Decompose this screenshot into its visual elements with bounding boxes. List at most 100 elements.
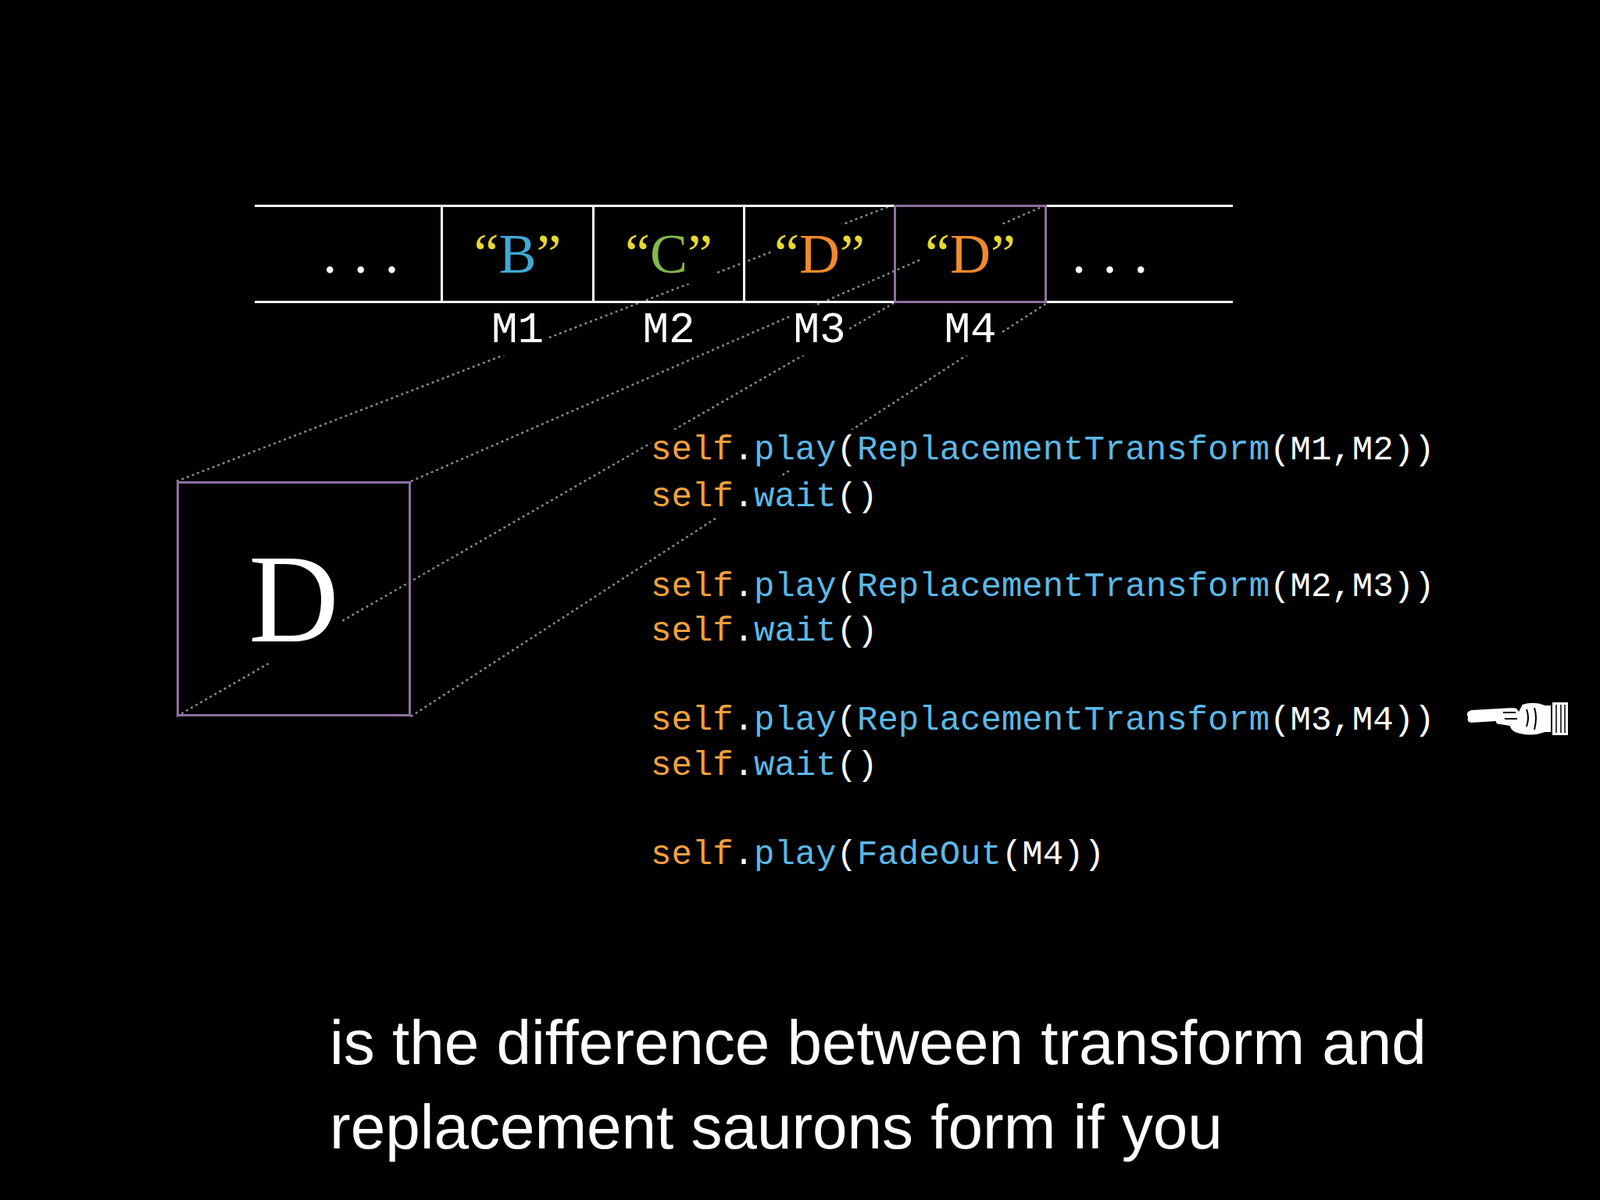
code-token: 2, [1310, 567, 1353, 607]
text-part: ” [990, 222, 1016, 286]
code-token: self [650, 477, 734, 517]
code-token: self [650, 835, 734, 875]
code-token: FadeOut [857, 835, 1002, 875]
code-token: ( [1269, 700, 1290, 740]
text-part: B [498, 222, 536, 286]
cell-content: ... [319, 224, 419, 284]
code-token: ( [836, 567, 858, 607]
label-patch: M1 [488, 305, 547, 356]
text-part: D [950, 222, 991, 286]
code-token: M [1290, 567, 1311, 607]
zoomed-letter: D [245, 535, 343, 664]
pointing-hand [1466, 701, 1569, 736]
code-line: self.play(ReplacementTransform(M2,M3)) [650, 566, 1435, 608]
text-part: ... [322, 222, 416, 286]
code-token: M [1290, 430, 1311, 470]
label-patch: M2 [639, 305, 698, 356]
text-part: ” [687, 222, 713, 286]
code-token: . [733, 611, 754, 651]
code-token: . [733, 430, 754, 470]
zoom-line [410, 303, 1047, 717]
text-part: “ [625, 222, 650, 286]
hand-lines [1503, 707, 1536, 730]
code-token: ( [836, 700, 858, 740]
code-token: ReplacementTransform [857, 567, 1270, 607]
label-patch: M3 [789, 305, 849, 356]
code-token: ( [1001, 835, 1022, 875]
code-token: . [733, 567, 754, 607]
code-token: () [836, 611, 879, 651]
code-token: 1, [1310, 430, 1353, 470]
cell-content: “D” [771, 224, 868, 284]
code-token: ( [836, 430, 858, 470]
zoom-box: D [176, 481, 411, 717]
cell-content: “D” [921, 224, 1019, 284]
text-part: C [650, 222, 688, 286]
code-token: 4)) [1372, 700, 1435, 740]
text-part: “ [774, 222, 800, 286]
tape-cell: ... [254, 204, 441, 304]
code-token: M [1352, 567, 1373, 607]
cell-content: “C” [621, 224, 716, 284]
code-line: self.play(ReplacementTransform(M3,M4)) [650, 700, 1435, 741]
code-token: wait [753, 746, 837, 786]
text-part: “ [474, 222, 500, 286]
code-token: 3)) [1372, 567, 1435, 607]
code-line: self.play(ReplacementTransform(M1,M2)) [650, 429, 1435, 471]
hand-shape [1466, 702, 1552, 736]
mobject-name: M4 [896, 308, 1045, 353]
code-token: self [650, 430, 734, 470]
text-part: D [248, 529, 340, 669]
code-token: ( [1269, 567, 1290, 607]
code-line: self.wait() [650, 610, 878, 652]
code-token: 3, [1310, 700, 1353, 740]
hand-cuff [1551, 701, 1569, 736]
code-token: . [733, 700, 754, 740]
code-token: M [1290, 700, 1311, 740]
code-token: ReplacementTransform [857, 700, 1270, 740]
mobject-name: M2 [594, 308, 743, 353]
text-part: ” [839, 222, 865, 286]
cell-content: “B” [471, 224, 565, 284]
subtitle: is the difference between transform and … [329, 1000, 1580, 1170]
mobject-name: M3 [745, 308, 894, 353]
code-token: play [753, 700, 837, 740]
code-token: ReplacementTransform [857, 430, 1270, 470]
code-token: ( [836, 835, 858, 875]
code-token: . [733, 477, 754, 517]
mobject-name: M1 [442, 308, 593, 353]
text-part: “ [925, 222, 950, 286]
code-token: self [650, 746, 734, 786]
text-part: ... [1071, 222, 1165, 286]
zoom-line [176, 303, 894, 717]
code-token: M [1352, 430, 1373, 470]
label-patch: M4 [940, 305, 1000, 356]
highlighted-cell: “D”M4 [893, 204, 1047, 304]
code-token: M [1021, 835, 1043, 875]
code-token: self [650, 567, 734, 607]
tape-cell: “B”M1 [440, 204, 593, 304]
code-token: 2)) [1372, 430, 1435, 470]
code-token: self [650, 700, 734, 740]
code-token: play [753, 835, 837, 875]
cuff-lines [1556, 704, 1565, 733]
code-token: () [836, 746, 879, 786]
code-token: 4)) [1042, 835, 1105, 875]
code-token: wait [753, 611, 837, 651]
code-token: M [1352, 700, 1373, 740]
code-token: () [836, 477, 879, 517]
text-part: ” [536, 222, 562, 286]
tape-cell: “C”M2 [592, 204, 743, 304]
code-line: self.play(FadeOut(M4)) [650, 834, 1105, 875]
tape-cell: “D”M3 [742, 204, 894, 304]
code-token: ( [1269, 430, 1290, 470]
code-token: play [753, 430, 837, 470]
code-token: . [733, 835, 754, 875]
code-token: play [753, 567, 837, 607]
tape-cell: ... [1046, 204, 1233, 304]
zoom-line [176, 204, 894, 482]
cell-content: ... [1068, 224, 1168, 284]
code-token: self [650, 611, 734, 651]
code-line: self.wait() [650, 476, 878, 518]
